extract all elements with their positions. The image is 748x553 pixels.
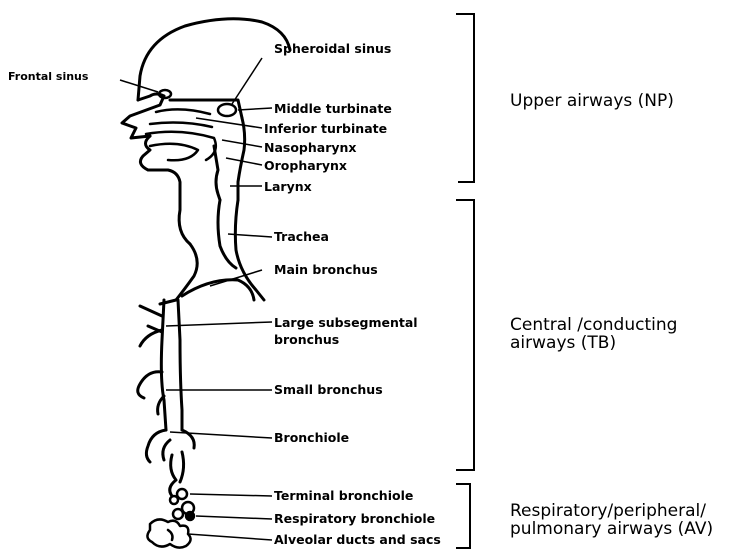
region-central-line2: airways (TB)	[510, 333, 616, 353]
region-respiratory-line1: Respiratory/peripheral/	[510, 501, 706, 521]
region-respiratory-line2: pulmonary airways (AV)	[510, 519, 713, 539]
label-trachea: Trachea	[274, 229, 329, 244]
bronchus-trunk-right	[178, 300, 182, 430]
spheroidal-sinus-shape	[218, 104, 236, 116]
middle-turbinate-shape	[156, 109, 210, 114]
label-respiratory-bronchiole: Respiratory bronchiole	[274, 511, 435, 526]
pharynx-back-wall	[238, 118, 245, 200]
region-upper-airways: Upper airways (NP)	[510, 91, 674, 111]
region-brackets	[456, 14, 474, 548]
label-nasopharynx: Nasopharynx	[264, 140, 356, 155]
label-oropharynx: Oropharynx	[264, 158, 347, 173]
small-bronchus-branch	[138, 372, 162, 398]
label-terminal-bronchiole: Terminal bronchiole	[274, 488, 413, 503]
pharynx-front-wall	[214, 146, 220, 200]
mouth-outline	[140, 136, 190, 244]
terminal-bronchiole-path	[170, 455, 176, 496]
label-small-bronchus: Small bronchus	[274, 382, 383, 397]
label-frontal-sinus: Frontal sinus	[8, 70, 89, 83]
label-bronchiole: Bronchiole	[274, 430, 349, 445]
label-middle-turbinate: Middle turbinate	[274, 101, 392, 116]
respiratory-airways-bracket	[456, 484, 470, 548]
inferior-turbinate-shape	[150, 123, 212, 127]
label-spheroidal-sinus: Spheroidal sinus	[274, 41, 391, 56]
airway-illustration	[122, 19, 290, 496]
label-inferior-turbinate: Inferior turbinate	[264, 121, 387, 136]
label-larynx: Larynx	[264, 179, 312, 194]
central-airways-bracket	[456, 200, 474, 470]
tongue	[150, 144, 198, 161]
label-large-subsegmental-line2: bronchus	[274, 332, 339, 347]
head-outline	[138, 19, 290, 100]
label-main-bronchus: Main bronchus	[274, 262, 378, 277]
terminal-bronchiole-path-2	[180, 452, 184, 482]
neck-back	[235, 200, 264, 300]
region-labels: Upper airways (NP) Central /conducting a…	[510, 91, 713, 539]
bronchiole-branch-3	[163, 440, 170, 460]
leader-lines	[120, 58, 272, 540]
alveolar-cluster	[147, 489, 194, 548]
bronchus-trunk-left	[161, 300, 166, 430]
upper-airways-bracket	[456, 14, 474, 182]
region-central-line1: Central /conducting	[510, 315, 677, 335]
label-alveolar-ducts: Alveolar ducts and sacs	[274, 532, 441, 547]
label-large-subsegmental-line1: Large subsegmental	[274, 315, 418, 330]
subsegmental-branch-2	[140, 330, 162, 346]
subsegmental-branch-1	[140, 306, 162, 316]
